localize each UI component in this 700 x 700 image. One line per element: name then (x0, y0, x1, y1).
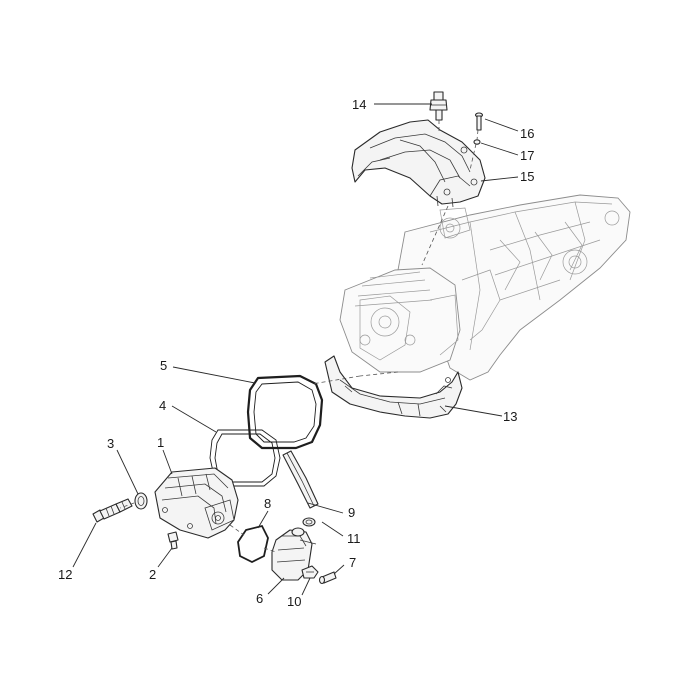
callout-labels: 14 16 17 15 15 15 15 (352, 97, 534, 163)
part-8-gasket (237, 524, 269, 564)
part-3-o-ring (134, 492, 148, 510)
leader-lines (72, 103, 519, 596)
part-16-screw (474, 112, 484, 131)
assembly-lines (119, 120, 479, 553)
part-12-spark-plug (92, 498, 133, 523)
part-10-clip (301, 565, 319, 579)
part-9-hose (282, 450, 319, 509)
callout-17: 17 (520, 148, 534, 163)
part-15-head-cover (351, 119, 486, 208)
part-11-clamp (302, 517, 316, 527)
engine-crankcase-assembly (339, 194, 631, 381)
part-14-sensor (429, 91, 448, 121)
part-4-gasket (209, 429, 281, 487)
part-7-screw (318, 571, 337, 585)
part-2-bolt (167, 531, 179, 550)
part-5-gasket (246, 374, 324, 450)
part-17-washer (473, 139, 481, 145)
part-1-head-cover (154, 467, 239, 539)
callout-14: 14 (352, 97, 366, 112)
callout-16: 16 (520, 126, 534, 141)
part-13-lower-shroud (324, 355, 463, 419)
